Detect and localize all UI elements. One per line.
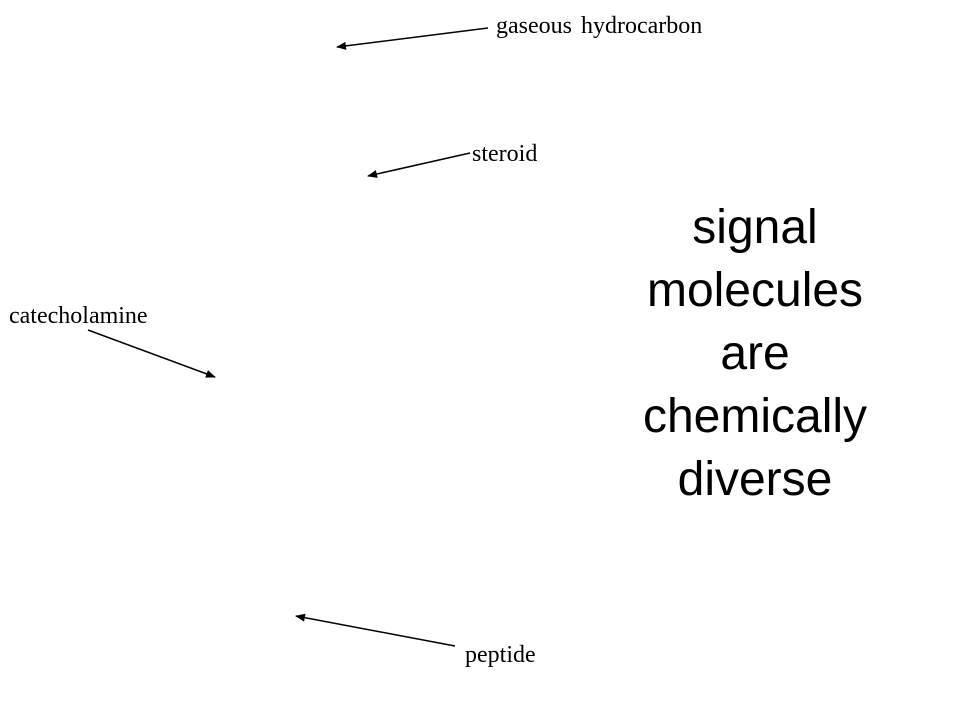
main-heading: signal molecules are chemically diverse [620, 196, 890, 511]
label-peptide: peptide [465, 642, 536, 668]
arrow-gaseous-hydrocarbon [336, 27, 489, 50]
label-gaseous-hydrocarbon: gaseous hydrocarbon [496, 13, 703, 39]
label-catecholamine: catecholamine [9, 303, 148, 329]
heading-line: are [720, 327, 790, 380]
heading-line: chemically [642, 390, 868, 443]
arrow-catecholamine [87, 329, 216, 378]
heading-line: diverse [677, 453, 833, 506]
heading-line: signal [692, 201, 818, 254]
label-steroid: steroid [472, 141, 538, 167]
arrow-peptide [295, 613, 456, 647]
arrow-steroid [367, 152, 471, 178]
heading-line: molecules [646, 264, 864, 317]
